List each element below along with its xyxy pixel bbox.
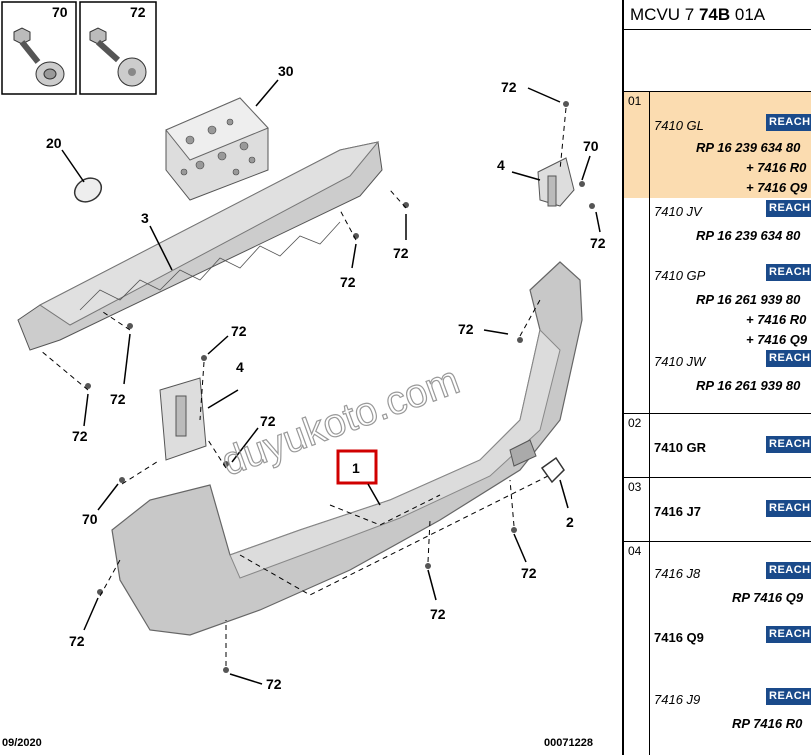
part-ref: + 7416 Q9: [746, 332, 808, 347]
part-2-cover[interactable]: [540, 456, 565, 484]
plate-number: 00071228: [544, 737, 593, 749]
callout-72: 72: [458, 321, 474, 337]
callout-20: 20: [46, 135, 62, 151]
part-code[interactable]: 7416 Q9: [654, 630, 704, 645]
parts-row-02[interactable]: 02 7410 GR REACH: [624, 414, 811, 478]
parts-row-03[interactable]: 03 7416 J7 REACH: [624, 478, 811, 542]
reach-badge: REACH: [766, 200, 811, 217]
callout-72: 72: [430, 606, 446, 622]
reach-badge: REACH: [766, 264, 811, 281]
parts-list-panel: MCVU 7 74B 01A 01 7410 GL REACH RP 16 23…: [622, 0, 811, 755]
part-ref: + 7416 Q9: [746, 180, 808, 195]
panel-header: MCVU 7 74B 01A: [624, 0, 811, 30]
part-ref: RP 7416 R0: [732, 716, 803, 731]
callout-72: 72: [72, 428, 88, 444]
part-4-left-bracket[interactable]: [159, 377, 207, 461]
part-code[interactable]: 7416 J9: [654, 692, 701, 707]
callout-72: 72: [260, 413, 276, 429]
screw-label-70: 70: [52, 4, 68, 20]
callout-72: 72: [266, 676, 282, 692]
part-ref: + 7416 R0: [746, 160, 807, 175]
part-ref: RP 16 261 939 80: [696, 292, 801, 307]
callout-72: 72: [501, 79, 517, 95]
callout-2: 2: [566, 514, 574, 530]
callout-72: 72: [393, 245, 409, 261]
screw-label-72: 72: [130, 4, 146, 20]
part-ref: RP 7416 Q9: [732, 590, 804, 605]
screw-icon: [13, 27, 65, 87]
part-ref: RP 16 239 634 80: [696, 228, 801, 243]
part-30-clip-kit[interactable]: [165, 97, 269, 201]
callout-1[interactable]: 1: [352, 460, 360, 476]
header-suffix: 01A: [730, 5, 766, 24]
reach-badge: REACH: [766, 562, 811, 579]
row-number: 02: [624, 414, 650, 477]
screw-inset-box-72[interactable]: 72: [79, 1, 157, 95]
parts-row-01[interactable]: 01 7410 GL REACH RP 16 239 634 80 + 7416…: [624, 92, 811, 414]
panel-spacer-row: [624, 30, 811, 92]
part-code[interactable]: 7416 J8: [654, 566, 701, 581]
part-code[interactable]: 7410 JW: [654, 354, 706, 369]
part-3-reinforcement[interactable]: [17, 141, 383, 351]
reach-badge: REACH: [766, 500, 811, 517]
callout-30: 30: [278, 63, 294, 79]
header-prefix: MCVU 7: [630, 5, 699, 24]
callout-72: 72: [110, 391, 126, 407]
parts-row-04[interactable]: 04 7416 J8 REACH RP 7416 Q9 7416 Q9 REAC…: [624, 542, 811, 755]
parts-diagram: 70 72 30 20: [1, 1, 606, 749]
row-number: 04: [624, 542, 650, 755]
callout-72: 72: [231, 323, 247, 339]
part-ref: RP 16 261 939 80: [696, 378, 801, 393]
part-1-bumper[interactable]: [111, 261, 583, 636]
part-ref: + 7416 R0: [746, 312, 807, 327]
reach-badge: REACH: [766, 688, 811, 705]
row-number: 03: [624, 478, 650, 541]
callout-70: 70: [82, 511, 98, 527]
reach-badge: REACH: [766, 436, 811, 453]
header-bold: 74B: [698, 5, 731, 24]
part-ref: RP 16 239 634 80: [696, 140, 801, 155]
part-code[interactable]: 7410 JV: [654, 204, 702, 219]
callout-4-right: 4: [497, 157, 505, 173]
part-20-cap[interactable]: [70, 173, 105, 206]
callout-72: 72: [590, 235, 606, 251]
part-4-right-bracket[interactable]: [537, 157, 575, 207]
callout-3: 3: [141, 210, 149, 226]
part-code[interactable]: 7410 GL: [654, 118, 704, 133]
screw-icon: [89, 27, 147, 87]
reach-badge: REACH: [766, 350, 811, 367]
part-code[interactable]: 7416 J7: [654, 504, 701, 519]
part-code[interactable]: 7410 GP: [654, 268, 706, 283]
screw-inset-box-70[interactable]: 70: [1, 1, 77, 95]
callout-72: 72: [69, 633, 85, 649]
callout-72: 72: [340, 274, 356, 290]
diagram-date: 09/2020: [2, 737, 42, 749]
callout-4-left: 4: [236, 359, 244, 375]
row-number: 01: [624, 92, 650, 413]
reach-badge: REACH: [766, 626, 811, 643]
callout-72: 72: [521, 565, 537, 581]
reach-badge: REACH: [766, 114, 811, 131]
callout-70: 70: [583, 138, 599, 154]
part-code[interactable]: 7410 GR: [654, 440, 707, 455]
